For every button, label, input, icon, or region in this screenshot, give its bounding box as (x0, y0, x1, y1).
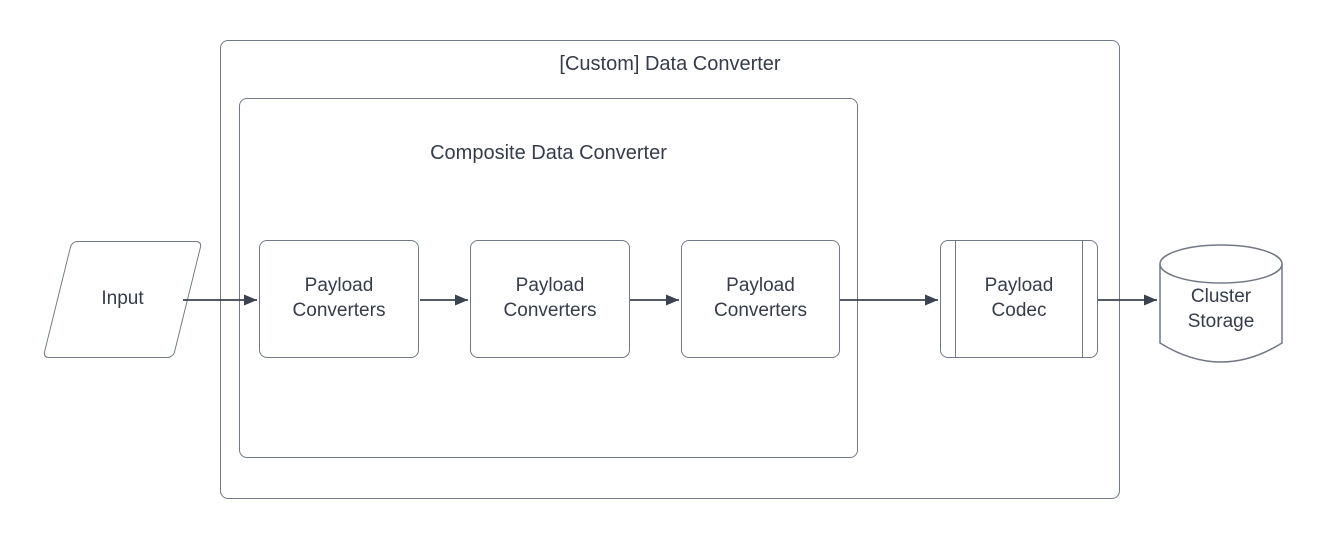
composite-data-converter-title: Composite Data Converter (430, 142, 667, 164)
payload-converters-label-2: Payload Converters (503, 275, 597, 321)
payload-codec-label: Payload Codec (984, 275, 1054, 321)
payload-converters-node-1[interactable]: Payload Converters (259, 240, 419, 358)
cylinder-shape (1159, 244, 1283, 363)
payload-converters-node-3[interactable]: Payload Converters (681, 240, 840, 358)
composite-data-converter-container[interactable] (239, 98, 858, 458)
payload-converters-label-3: Payload Converters (714, 275, 807, 321)
input-node-label: Input (101, 288, 144, 310)
payload-converters-node-2[interactable]: Payload Converters (470, 240, 630, 358)
payload-converters-label-1: Payload Converters (292, 275, 386, 321)
cluster-storage-label: Cluster Storage (1187, 286, 1255, 332)
payload-codec-node[interactable]: Payload Codec (940, 240, 1098, 358)
custom-data-converter-title: [Custom] Data Converter (559, 53, 781, 75)
custom-data-converter-container[interactable] (220, 40, 1120, 499)
cluster-storage-node[interactable] (1159, 244, 1283, 364)
codec-left-bar (955, 241, 956, 357)
codec-right-bar (1082, 241, 1083, 357)
